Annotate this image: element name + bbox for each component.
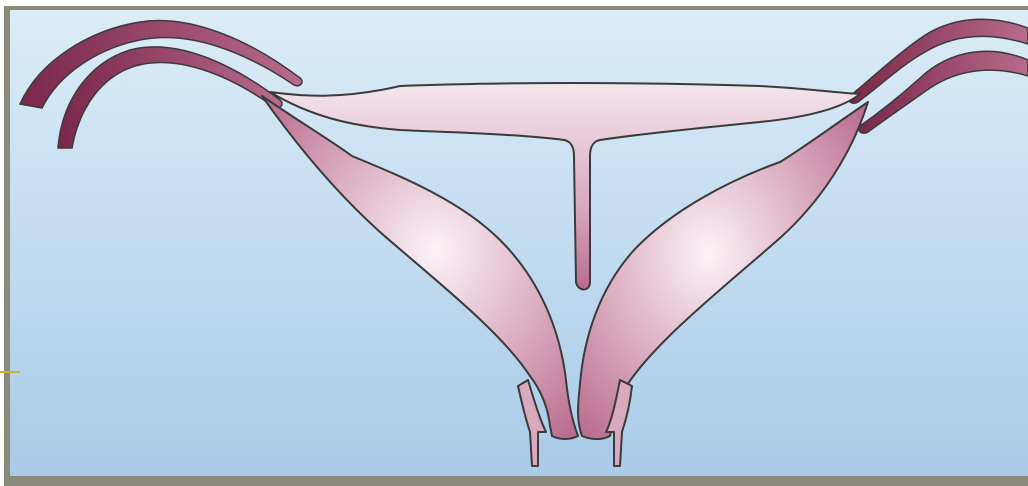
diagram-stage xyxy=(0,0,1028,486)
uterus-diagram xyxy=(0,0,1028,486)
